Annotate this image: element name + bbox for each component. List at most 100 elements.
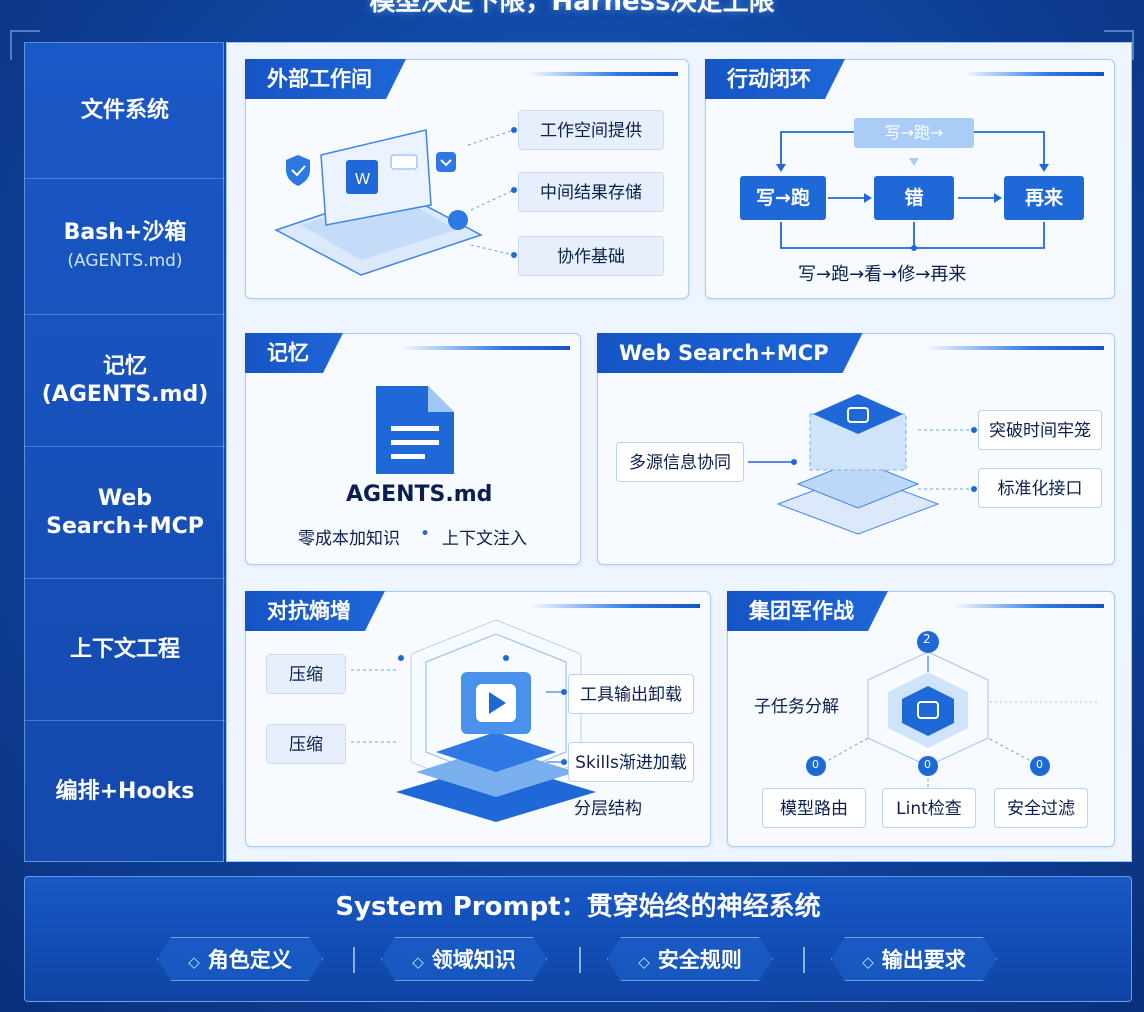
sidebar-item-bash: Bash+沙箱 (AGENTS.md)	[25, 179, 225, 315]
divider	[579, 947, 581, 973]
card-memory: 记忆 AGENTS.md 零成本加知识 • 上下文注入	[245, 333, 581, 565]
main-panel: 外部工作间 W 工作空间提供 中间结果存储 协作基础	[226, 42, 1132, 862]
entropy-caption: 分层结构	[574, 799, 642, 819]
army-node-badge: 0	[1036, 758, 1043, 771]
svg-text:W: W	[355, 171, 371, 188]
sidebar-item-memory: 记忆 (AGENTS.md)	[25, 315, 225, 447]
card-army: 集团军作战 2 0 0 0 子任务分解 模型路由 Lint检查 安全过滤	[727, 591, 1115, 847]
hierarchy-illustration	[806, 631, 1098, 792]
pin-icon	[448, 210, 468, 230]
page-title-text: 模型决定下限，Harness决定上限	[369, 0, 775, 17]
army-bottom-item: Lint检查	[882, 788, 976, 828]
workspace-item: 中间结果存储	[518, 172, 664, 212]
layers-illustration	[351, 619, 596, 822]
document-icon	[376, 386, 454, 474]
card-title: 外部工作间	[245, 59, 406, 99]
divider	[353, 947, 355, 973]
card-stripe	[964, 72, 1104, 76]
loop-box-write-run: 写→跑	[740, 176, 826, 220]
tag-label: 输出要求	[881, 948, 966, 972]
card-stripe	[924, 346, 1104, 350]
websearch-item: 标准化接口	[978, 468, 1102, 508]
tag-label: 角色定义	[207, 948, 292, 972]
websearch-item: 突破时间牢笼	[978, 410, 1102, 450]
loop-box-retry: 再来	[1004, 176, 1084, 220]
diamond-icon: ◇	[412, 953, 424, 971]
tag-label: 领域知识	[431, 948, 516, 972]
tag-output-requirements: ◇ 输出要求	[831, 937, 997, 981]
card-workspace: 外部工作间 W 工作空间提供 中间结果存储 协作基础	[245, 59, 689, 299]
laptop-icon: W	[274, 129, 483, 276]
system-prompt-bar: System Prompt：贯穿始终的神经系统 ◇ 角色定义 ◇ 领域知识 ◇ 安全规…	[24, 876, 1132, 1002]
card-loop: 行动闭环 写→跑→ 写→跑 错 再来 写→跑→看→修→再来	[705, 59, 1115, 299]
card-title: 记忆	[245, 333, 343, 373]
sidebar-item-orchestration: 编排+Hooks	[25, 721, 225, 863]
memory-doc-name: AGENTS.md	[346, 482, 493, 507]
page-title: 模型决定下限，Harness决定上限	[0, 0, 1144, 22]
loop-caption: 写→跑→看→修→再来	[798, 264, 967, 285]
card-stripe	[528, 72, 678, 76]
memory-caption-left: 零成本加知识	[298, 529, 400, 549]
diamond-icon: ◇	[862, 953, 874, 971]
sidebar-item-sub: (AGENTS.md)	[41, 381, 209, 407]
entropy-left-item: 压缩	[266, 724, 346, 764]
memory-caption-right: 上下文注入	[442, 529, 527, 549]
army-node-badge: 0	[924, 758, 931, 771]
entropy-right-item: 工具输出卸载	[568, 674, 694, 714]
system-prompt-title: System Prompt：贯穿始终的神经系统	[335, 892, 821, 922]
sidebar: 文件系统 Bash+沙箱 (AGENTS.md) 记忆 (AGENTS.md) …	[24, 42, 225, 863]
card-title: 行动闭环	[705, 59, 845, 99]
sidebar-item-context: 上下文工程	[25, 579, 225, 721]
divider	[803, 947, 805, 973]
entropy-left-item: 压缩	[266, 654, 346, 694]
workspace-item: 工作空间提供	[518, 110, 664, 150]
badge-icon	[436, 152, 456, 172]
sidebar-item-label: Bash+沙箱	[63, 219, 187, 245]
sidebar-item-sub: (AGENTS.md)	[67, 250, 183, 271]
memory-caption-dot: •	[420, 524, 431, 544]
loop-arrows	[776, 131, 1049, 251]
sidebar-item-label: 文件系统	[80, 97, 169, 123]
card-title: 对抗熵增	[245, 591, 385, 631]
websearch-left-label: 多源信息协同	[616, 442, 744, 482]
frame-corner-left	[10, 30, 40, 60]
shield-icon	[286, 155, 310, 186]
sidebar-item-websearch: Web Search+MCP	[25, 447, 225, 579]
card-websearch: Web Search+MCP 多源信息协同 突破时间牢笼 标准化接口	[597, 333, 1115, 565]
node-left	[806, 756, 826, 776]
chevron-icon	[917, 701, 939, 719]
card-stripe	[954, 604, 1104, 608]
army-node-top-label: 2	[923, 632, 931, 646]
card-stripe	[400, 346, 570, 350]
card-title: Web Search+MCP	[597, 333, 863, 373]
army-bottom-item: 安全过滤	[994, 788, 1088, 828]
sidebar-item-label: 编排+Hooks	[55, 779, 195, 804]
army-label: 子任务分解	[754, 697, 839, 717]
tag-label: 安全规则	[657, 948, 742, 972]
workspace-item: 协作基础	[518, 236, 664, 276]
tag-domain-knowledge: ◇ 领域知识	[381, 937, 547, 981]
cube-icon	[847, 407, 869, 423]
frame-corner-right	[1104, 30, 1134, 60]
node-top	[917, 631, 939, 653]
card-stripe	[530, 604, 700, 608]
card-title: 集团军作战	[727, 591, 888, 631]
card-entropy: 对抗熵增 压缩 压缩 工具输出卸载 Skills渐进加载 分层结构	[245, 591, 711, 847]
tag-role-definition: ◇ 角色定义	[157, 937, 323, 981]
laptop-illustration: W	[274, 127, 517, 276]
entropy-right-item: Skills渐进加载	[568, 742, 694, 782]
node-right	[1030, 756, 1050, 776]
loop-top-label: 写→跑→	[854, 118, 974, 148]
tag-safety-rules: ◇ 安全规则	[607, 937, 773, 981]
sidebar-item-label: 记忆	[102, 353, 147, 379]
diamond-icon: ◇	[638, 953, 650, 971]
sidebar-item-label: Web Search+MCP	[46, 485, 204, 539]
node-mid	[918, 756, 938, 776]
army-bottom-item: 模型路由	[762, 788, 866, 828]
sidebar-item-filesystem: 文件系统	[25, 43, 225, 179]
diamond-icon: ◇	[188, 953, 200, 971]
mcp-stack-illustration	[748, 394, 977, 535]
loop-box-error: 错	[874, 176, 954, 220]
sidebar-item-label: 上下文工程	[69, 636, 180, 662]
army-node-badge: 0	[812, 758, 819, 771]
